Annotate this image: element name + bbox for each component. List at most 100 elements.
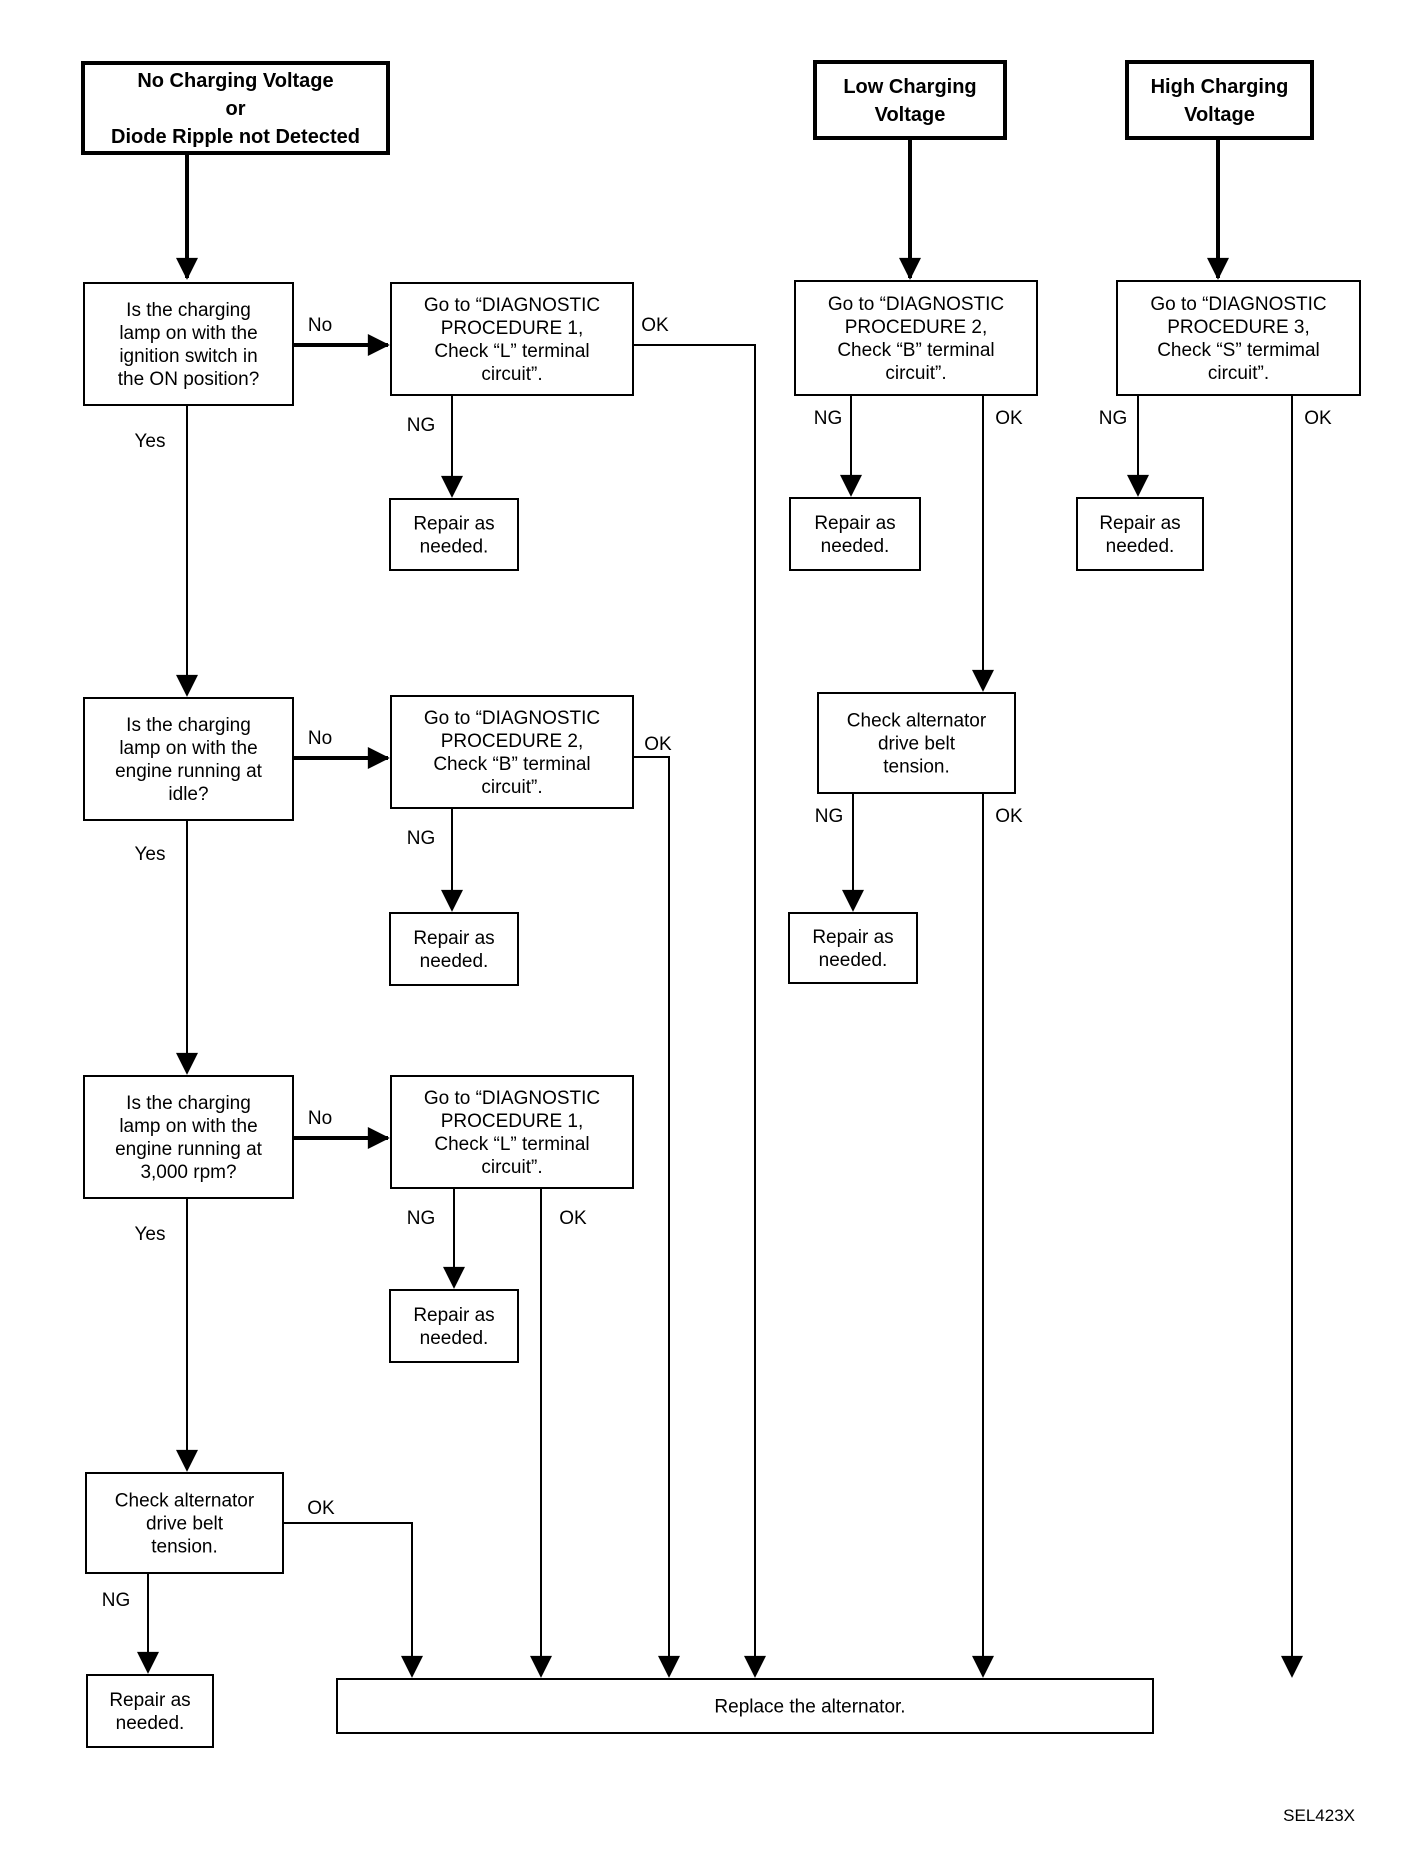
box-procedure1-row3-line-1: Go to “DIAGNOSTIC xyxy=(424,1088,600,1109)
box-belt-tension-left-line-2: drive belt xyxy=(146,1514,224,1535)
label-ng-p2m: NG xyxy=(814,408,843,429)
label-ok-p1: OK xyxy=(641,315,669,336)
edge-p2-ok xyxy=(633,756,680,1678)
box-repair-bottom-left-line-1: Repair as xyxy=(109,1690,190,1711)
box-header-low-charging-voltage-line-2: Voltage xyxy=(875,104,946,126)
box-belt-tension-middle-line-2: drive belt xyxy=(878,734,956,755)
box-procedure1-row1-line-2: PROCEDURE 1, xyxy=(441,318,584,339)
box-repair-row2-left-line-2: needed. xyxy=(420,951,489,972)
box-question-engine-3000rpm-line-4: 3,000 rpm? xyxy=(140,1162,236,1183)
box-question-engine-3000rpm-line-2: lamp on with the xyxy=(119,1116,257,1137)
box-replace-alternator-line-1: Replace the alternator. xyxy=(714,1697,905,1718)
box-question-ignition-on-line-1: Is the charging xyxy=(126,300,251,321)
label-ok-p2m: OK xyxy=(995,408,1023,429)
box-repair-right-line-1: Repair as xyxy=(1099,513,1180,534)
box-question-ignition-on-line-4: the ON position? xyxy=(118,369,260,390)
box-repair-middle-2-line-2: needed. xyxy=(819,950,888,971)
box-procedure3-right-line-2: PROCEDURE 3, xyxy=(1167,317,1310,338)
label-yes-3: Yes xyxy=(135,1224,166,1245)
label-no-3: No xyxy=(308,1108,332,1129)
box-repair-row2-left-line-1: Repair as xyxy=(413,928,494,949)
box-procedure2-row2-line-3: Check “B” terminal xyxy=(433,754,590,775)
box-procedure2-row2-line-1: Go to “DIAGNOSTIC xyxy=(424,708,600,729)
label-ng-p3: NG xyxy=(407,1208,436,1229)
box-repair-middle-1-line-1: Repair as xyxy=(814,513,895,534)
box-procedure1-row1-line-3: Check “L” terminal xyxy=(434,341,589,362)
box-procedure2-row2-line-2: PROCEDURE 2, xyxy=(441,731,584,752)
box-procedure3-right-line-3: Check “S” termimal xyxy=(1157,340,1320,361)
edge-beltl-ok xyxy=(283,1522,423,1678)
box-procedure3-right-line-1: Go to “DIAGNOSTIC xyxy=(1150,294,1326,315)
box-procedure3-right-line-4: circuit”. xyxy=(1208,363,1269,384)
box-belt-tension-left-line-3: tension. xyxy=(151,1537,218,1558)
box-header-no-charging-voltage-line-3: Diode Ripple not Detected xyxy=(111,126,360,148)
label-ng-p1: NG xyxy=(407,415,436,436)
box-procedure1-row1-line-1: Go to “DIAGNOSTIC xyxy=(424,295,600,316)
box-question-ignition-on-line-3: ignition switch in xyxy=(119,346,257,367)
label-ok-p3r: OK xyxy=(1304,408,1332,429)
label-ok-p2: OK xyxy=(644,734,672,755)
label-ok-beltl: OK xyxy=(307,1498,335,1519)
label-ok-p3: OK xyxy=(559,1208,587,1229)
box-procedure1-row1-line-4: circuit”. xyxy=(481,364,542,385)
label-ng-beltl: NG xyxy=(102,1590,131,1611)
box-repair-row1-left-line-1: Repair as xyxy=(413,514,494,535)
box-procedure2-middle-line-2: PROCEDURE 2, xyxy=(845,317,988,338)
box-question-ignition-on-line-2: lamp on with the xyxy=(119,323,257,344)
box-question-engine-idle-line-4: idle? xyxy=(168,784,208,805)
label-no-2: No xyxy=(308,728,332,749)
box-procedure1-row3-line-3: Check “L” terminal xyxy=(434,1134,589,1155)
label-no-1: No xyxy=(308,315,332,336)
box-repair-middle-1-line-2: needed. xyxy=(821,536,890,557)
box-repair-bottom-left-line-2: needed. xyxy=(116,1713,185,1734)
box-procedure2-middle-line-4: circuit”. xyxy=(885,363,946,384)
edge-p1-ok xyxy=(633,344,766,1678)
box-question-engine-3000rpm-line-1: Is the charging xyxy=(126,1093,251,1114)
label-ng-beltm: NG xyxy=(815,806,844,827)
box-question-engine-3000rpm-line-3: engine running at xyxy=(115,1139,263,1160)
box-repair-middle-2-line-1: Repair as xyxy=(812,927,893,948)
box-replace-alternator: Replace the alternator. xyxy=(336,1678,1154,1734)
box-question-engine-idle-line-3: engine running at xyxy=(115,761,263,782)
figure-ref-code: SEL423X xyxy=(1283,1806,1355,1825)
box-repair-right-line-2: needed. xyxy=(1106,536,1175,557)
box-procedure1-row3-line-4: circuit”. xyxy=(481,1157,542,1178)
box-question-engine-idle-line-1: Is the charging xyxy=(126,715,251,736)
box-procedure2-middle-line-3: Check “B” terminal xyxy=(837,340,994,361)
label-ok-beltm: OK xyxy=(995,806,1023,827)
box-header-high-charging-voltage-line-1: High Charging xyxy=(1151,76,1289,98)
box-repair-row3-left-line-2: needed. xyxy=(420,1328,489,1349)
box-repair-row3-left-line-1: Repair as xyxy=(413,1305,494,1326)
edges-layer xyxy=(137,138,1303,1678)
box-header-no-charging-voltage-line-1: No Charging Voltage xyxy=(137,70,333,92)
box-header-low-charging-voltage-line-1: Low Charging xyxy=(843,76,976,98)
label-yes-1: Yes xyxy=(135,431,166,452)
box-header-high-charging-voltage-line-2: Voltage xyxy=(1184,104,1255,126)
box-procedure2-middle-line-1: Go to “DIAGNOSTIC xyxy=(828,294,1004,315)
box-procedure2-row2-line-4: circuit”. xyxy=(481,777,542,798)
box-belt-tension-left-line-1: Check alternator xyxy=(115,1491,255,1512)
